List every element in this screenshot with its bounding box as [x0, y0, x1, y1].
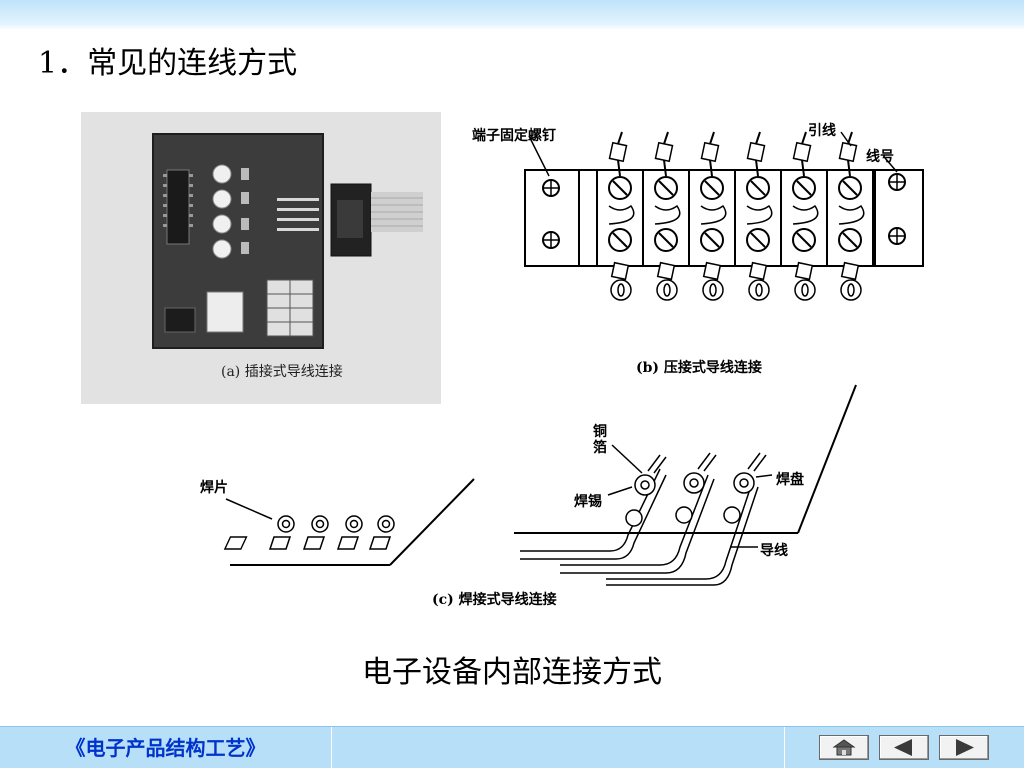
top-gradient-bar — [0, 0, 1024, 30]
nav-divider — [784, 727, 785, 768]
pcb-photo-drawing — [81, 112, 441, 404]
callout-solder: 焊锡 — [574, 494, 602, 510]
home-icon — [832, 739, 856, 756]
callout-terminal-screw: 端子固定螺钉 — [472, 128, 556, 144]
course-title: 《电子产品结构工艺》 — [0, 727, 332, 768]
callout-pad: 焊盘 — [776, 472, 804, 488]
slide-caption: 电子设备内部连接方式 — [362, 655, 662, 690]
figure-a-label: (a) 插接式导线连接 — [221, 364, 343, 380]
figure-b-label: (b) 压接式导线连接 — [636, 360, 762, 376]
photo-plug-in-connection: (a) 插接式导线连接 — [81, 112, 441, 404]
bottom-nav-bar: 《电子产品结构工艺》 — [0, 726, 1024, 768]
home-button[interactable] — [819, 735, 869, 760]
triangle-right-icon — [956, 739, 974, 756]
callout-wire-number: 线号 — [866, 149, 894, 165]
callout-lead: 引线 — [808, 123, 836, 139]
slide-heading: 1．常见的连线方式 — [38, 46, 298, 81]
terminal-block-diagram — [524, 131, 924, 301]
next-button[interactable] — [939, 735, 989, 760]
callout-wire: 导线 — [760, 543, 788, 559]
prev-button[interactable] — [879, 735, 929, 760]
callout-solder-lug: 焊片 — [200, 480, 228, 496]
triangle-left-icon — [894, 739, 912, 756]
callout-copper-foil: 铜箔 — [593, 424, 607, 456]
solder-connection-diagram — [223, 384, 857, 586]
figure-c-label: (c) 焊接式导线连接 — [432, 592, 557, 608]
